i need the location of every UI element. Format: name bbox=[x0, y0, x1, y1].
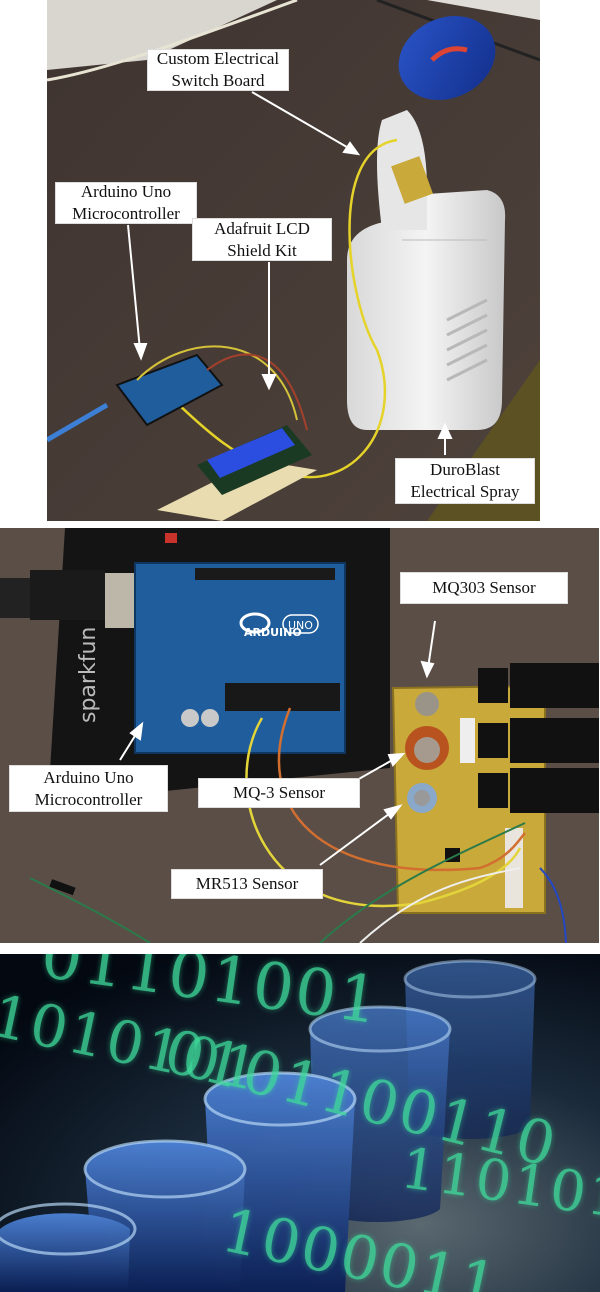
label-line: Switch Board bbox=[171, 71, 265, 90]
label-arduino-uno: Arduino Uno Microcontroller bbox=[55, 182, 197, 224]
setup-photo: Custom Electrical Switch Board Arduino U… bbox=[47, 0, 540, 521]
label-mr513-sensor: MR513 Sensor bbox=[171, 869, 323, 899]
arduino-model-text: UNO bbox=[288, 619, 313, 632]
annotation-arrows bbox=[119, 620, 436, 866]
label-line: MQ303 Sensor bbox=[432, 578, 536, 597]
label-line: Electrical Spray bbox=[410, 482, 520, 501]
glasses-scene bbox=[0, 954, 600, 1292]
atmega-chip bbox=[225, 683, 340, 711]
power-jacks bbox=[478, 663, 599, 813]
cabinet bbox=[47, 0, 277, 70]
lcd-shield bbox=[197, 425, 312, 495]
label-line: Microcontroller bbox=[34, 789, 143, 809]
label-line: Arduino Uno bbox=[80, 182, 172, 201]
sensor-board-photo: sparkfun ARDUINO UNO bbox=[0, 528, 599, 943]
label-mq3-sensor: MQ-3 Sensor bbox=[198, 778, 360, 808]
label-duroblast-spray: DuroBlast Electrical Spray bbox=[395, 458, 535, 504]
label-line: Arduino Uno bbox=[43, 767, 134, 787]
label-line: Microcontroller bbox=[72, 204, 180, 223]
arduino-brand-text: ARDUINO bbox=[244, 626, 302, 639]
annotation-arrows bbox=[127, 91, 453, 455]
label-arduino-uno: Arduino Uno Microcontroller bbox=[9, 765, 168, 812]
label-line: DuroBlast bbox=[430, 460, 500, 479]
arduino-uno-board bbox=[47, 353, 224, 443]
mq303-sensor bbox=[415, 692, 439, 716]
sparkfun-logo-text: sparkfun bbox=[76, 627, 101, 723]
setup-photo-scene bbox=[47, 0, 540, 521]
shot-glasses bbox=[0, 959, 537, 1292]
arduino-uno-board: ARDUINO UNO bbox=[134, 533, 346, 754]
binary-glasses-image: 01101001 1010101 0101100110 1000011 1101… bbox=[0, 954, 600, 1292]
label-line: Shield Kit bbox=[227, 240, 297, 260]
label-mq303-sensor: MQ303 Sensor bbox=[400, 572, 568, 604]
label-custom-switch-board: Custom Electrical Switch Board bbox=[147, 49, 289, 91]
label-line: MR513 Sensor bbox=[195, 874, 299, 893]
label-line: Custom Electrical bbox=[156, 49, 280, 68]
label-line: Adafruit LCD bbox=[214, 218, 310, 238]
label-adafruit-lcd: Adafruit LCD Shield Kit bbox=[192, 218, 332, 261]
switch-board bbox=[391, 156, 433, 204]
label-line: MQ-3 Sensor bbox=[232, 783, 326, 802]
